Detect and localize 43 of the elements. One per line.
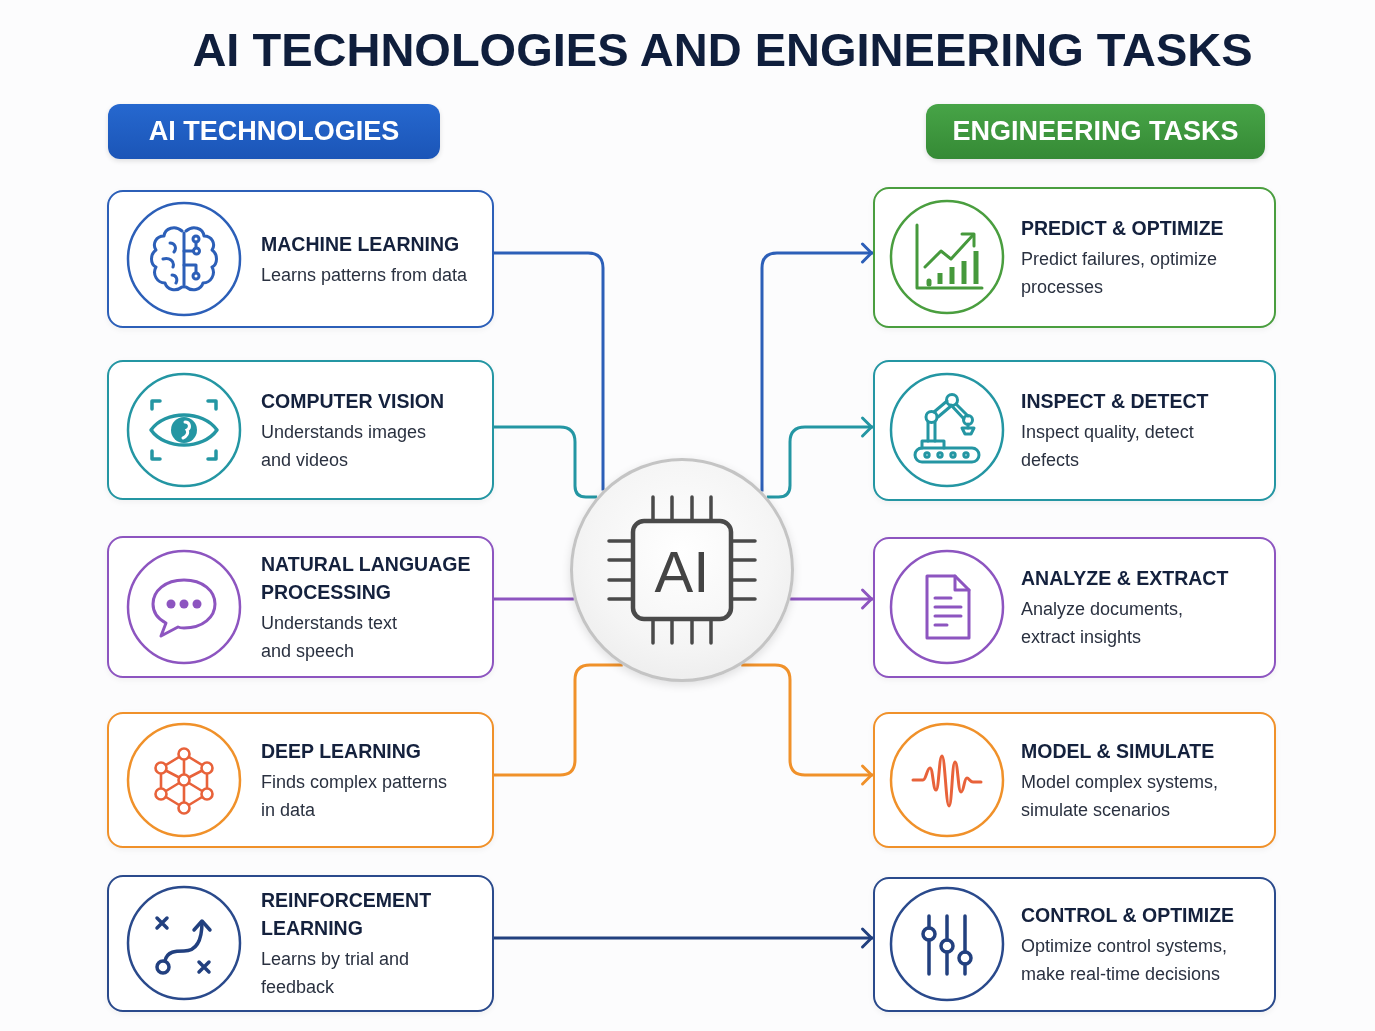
connector-line [494,251,605,491]
card-heading: REINFORCEMENT LEARNING [261,888,433,941]
arrow [760,242,873,492]
section-header: ENGINEERING TASKS [926,104,1265,159]
card-heading: INSPECT & DETECT [1021,389,1209,414]
card-heading: COMPUTER VISION [261,388,445,414]
section-header: AI TECHNOLOGIES [108,104,440,159]
card-description: Inspect quality, detect defects [1021,421,1195,472]
task-card [873,360,1276,501]
connector-line [494,597,574,601]
hub-label: AI [654,542,710,602]
task-card [873,712,1276,848]
task-card [873,877,1276,1012]
connector-line [494,425,598,499]
card-description: Predict failures, optimize processes [1021,248,1219,299]
card-heading: NATURAL LANGUAGE PROCESSING [261,551,472,605]
technology-card [107,712,494,848]
card-description: Finds complex patterns in data [261,770,449,822]
card-heading: PREDICT & OPTIMIZE [1021,216,1224,241]
card-description: Optimize control systems, make real-time decisions [1021,935,1229,986]
technology-card [107,536,494,678]
task-card [873,187,1276,328]
card-description: Understands text and speech [261,611,399,663]
card-heading: CONTROL & OPTIMIZE [1021,903,1235,928]
diagram-title: AI TECHNOLOGIES AND ENGINEERING TASKS [192,23,1253,76]
card-description: Understands images and videos [261,420,428,472]
connector-line [494,663,623,777]
card-heading: MACHINE LEARNING [261,231,460,257]
card-description: Learns by trial and feedback [261,948,411,999]
card-heading: MODEL & SIMULATE [1021,738,1215,764]
arrow [790,588,873,610]
technology-card [107,875,494,1012]
arrow [741,663,873,786]
arrow [766,416,873,499]
technology-card [107,360,494,500]
arrow [494,927,873,949]
card-description: Model complex systems, simulate scenarios [1021,770,1220,822]
card-description: Learns patterns from data [261,263,468,287]
card-heading: DEEP LEARNING [261,738,421,764]
card-heading: ANALYZE & EXTRACT [1021,566,1229,591]
task-card [873,537,1276,678]
technology-card [107,190,494,328]
card-description: Analyze documents, extract insights [1021,598,1185,649]
